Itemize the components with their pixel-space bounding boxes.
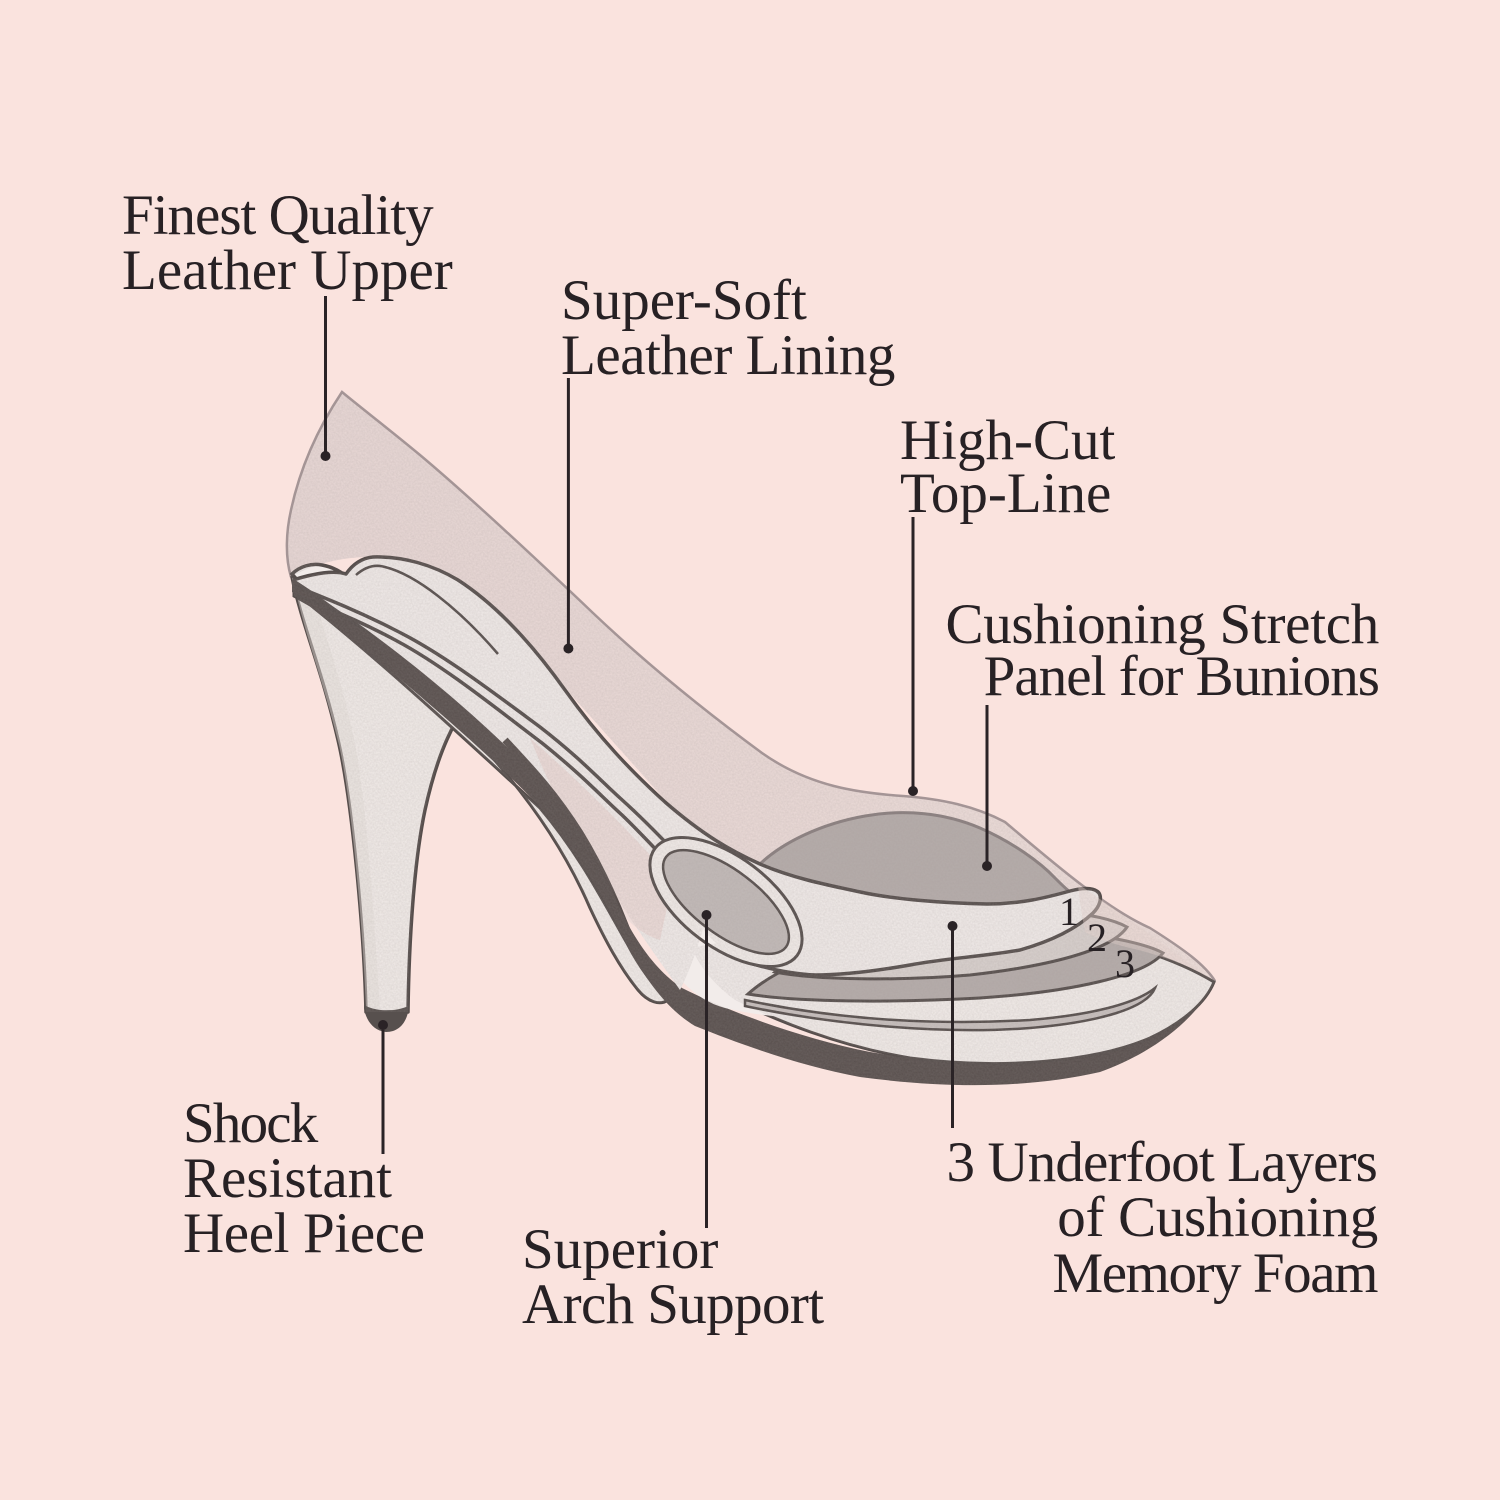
svg-text:1: 1 xyxy=(1059,889,1079,934)
svg-text:Cushioning Stretch: Cushioning Stretch xyxy=(945,593,1379,656)
svg-text:Finest Quality: Finest Quality xyxy=(122,184,434,247)
svg-text:3 Underfoot Layers: 3 Underfoot Layers xyxy=(946,1131,1377,1194)
svg-text:Superior: Superior xyxy=(522,1218,718,1281)
svg-text:3: 3 xyxy=(1115,941,1135,986)
svg-text:High-Cut: High-Cut xyxy=(900,409,1116,472)
svg-text:2: 2 xyxy=(1087,915,1107,960)
svg-text:Resistant: Resistant xyxy=(183,1147,392,1210)
svg-text:Panel for Bunions: Panel for Bunions xyxy=(984,645,1379,708)
svg-text:Leather Upper: Leather Upper xyxy=(122,239,453,302)
svg-text:Heel Piece: Heel Piece xyxy=(183,1202,425,1265)
svg-text:Arch Support: Arch Support xyxy=(522,1273,824,1336)
svg-text:of Cushioning: of Cushioning xyxy=(1057,1186,1378,1249)
svg-text:Super-Soft: Super-Soft xyxy=(561,269,807,332)
svg-text:Memory Foam: Memory Foam xyxy=(1052,1242,1378,1305)
svg-text:Shock: Shock xyxy=(183,1092,319,1155)
svg-text:Top-Line: Top-Line xyxy=(900,462,1111,525)
svg-text:Leather Lining: Leather Lining xyxy=(561,324,895,387)
